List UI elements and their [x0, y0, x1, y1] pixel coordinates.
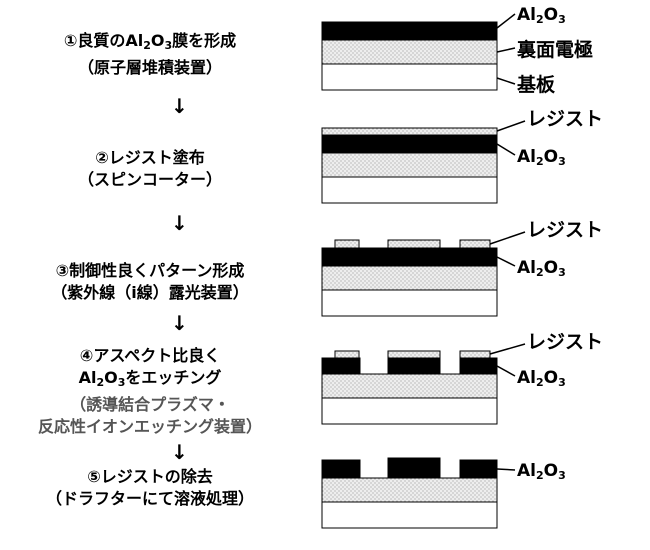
substrate-layer — [321, 397, 498, 425]
leader-line — [496, 77, 516, 85]
step-3-text: ③制御性良くパターン形成 （紫外線（i線）露光装置） — [0, 260, 300, 304]
al2o3-block — [321, 459, 361, 479]
stack-step-1 — [321, 21, 498, 91]
step-1-tool: （原子層堆積装置） — [77, 58, 222, 77]
back-electrode-layer — [321, 265, 498, 291]
al2o3-layer — [321, 134, 498, 154]
step-2-text: ②レジスト塗布 （スピンコーター） — [0, 147, 300, 191]
back-electrode-layer — [321, 477, 498, 503]
step-2-tool: （スピンコーター） — [77, 170, 222, 189]
stack-step-4 — [321, 350, 498, 425]
leader-line — [489, 231, 526, 245]
resist-cap — [387, 350, 441, 359]
resist-cap — [334, 350, 360, 359]
back-electrode-layer — [321, 152, 498, 178]
resist-cap — [459, 350, 491, 359]
arrow-down-icon: ↓ — [171, 211, 188, 235]
step-4-subtitle: Al2O3をエッチング — [78, 368, 222, 389]
step-4-tool-line1: （誘導結合プラズマ・ — [70, 395, 230, 414]
step-5-text: ⑤レジストの除去 （ドラフターにて溶液処理） — [0, 466, 300, 510]
label-al2o3: Al2O3 — [517, 258, 566, 279]
resist-pattern — [334, 239, 360, 249]
leader-line — [496, 365, 516, 377]
step-5-title: ⑤レジストの除去 — [87, 467, 213, 486]
leader-line — [496, 468, 516, 471]
step-2-title: ②レジスト塗布 — [95, 148, 205, 167]
resist-pattern — [387, 239, 441, 249]
step-5-tool: （ドラフターにて溶液処理） — [45, 489, 254, 508]
back-electrode-layer — [321, 39, 498, 65]
back-electrode-layer — [321, 373, 498, 399]
stack-step-2 — [321, 127, 498, 204]
leader-line — [489, 343, 526, 355]
step-1-title: ①良質のAl2O3膜を形成 — [63, 31, 237, 52]
al2o3-block — [387, 457, 441, 479]
label-al2o3: Al2O3 — [517, 5, 566, 26]
substrate-layer — [321, 176, 498, 204]
label-back-electrode: 裏面電極 — [517, 39, 594, 61]
step-1-text: ①良質のAl2O3膜を形成 （原子層堆積装置） — [0, 30, 300, 79]
substrate-layer — [321, 501, 498, 529]
arrow-down-icon: ↓ — [171, 311, 188, 335]
label-resist: レジスト — [527, 108, 604, 130]
leader-line — [496, 13, 516, 29]
step-4-title: ④アスペクト比良く — [79, 346, 221, 365]
resist-pattern — [459, 239, 491, 249]
leader-line — [496, 143, 516, 156]
label-substrate: 基板 — [517, 74, 556, 96]
label-al2o3: Al2O3 — [517, 368, 566, 389]
leader-line — [496, 120, 526, 132]
stack-step-5 — [321, 457, 498, 529]
al2o3-block — [459, 357, 498, 375]
step-3-title: ③制御性良くパターン形成 — [55, 261, 245, 280]
step-4-tool-line2: 反応性イオンエッチング装置） — [37, 417, 262, 436]
arrow-down-icon: ↓ — [171, 440, 188, 464]
substrate-layer — [321, 289, 498, 317]
label-resist: レジスト — [527, 331, 604, 353]
al2o3-layer — [321, 21, 498, 41]
resist-layer — [321, 127, 498, 136]
step-4-text: ④アスペクト比良く Al2O3をエッチング （誘導結合プラズマ・ 反応性イオンエ… — [0, 345, 300, 438]
al2o3-block — [459, 459, 498, 479]
label-al2o3: Al2O3 — [517, 147, 566, 168]
step-3-tool: （紫外線（i線）露光装置） — [51, 283, 249, 302]
leader-line — [496, 47, 516, 53]
al2o3-block — [321, 357, 361, 375]
label-resist: レジスト — [527, 219, 604, 241]
al2o3-layer — [321, 247, 498, 267]
substrate-layer — [321, 63, 498, 91]
arrow-down-icon: ↓ — [171, 94, 188, 118]
stack-step-3 — [321, 239, 498, 317]
al2o3-block — [387, 357, 441, 375]
label-al2o3: Al2O3 — [517, 461, 566, 482]
leader-line — [496, 256, 516, 267]
